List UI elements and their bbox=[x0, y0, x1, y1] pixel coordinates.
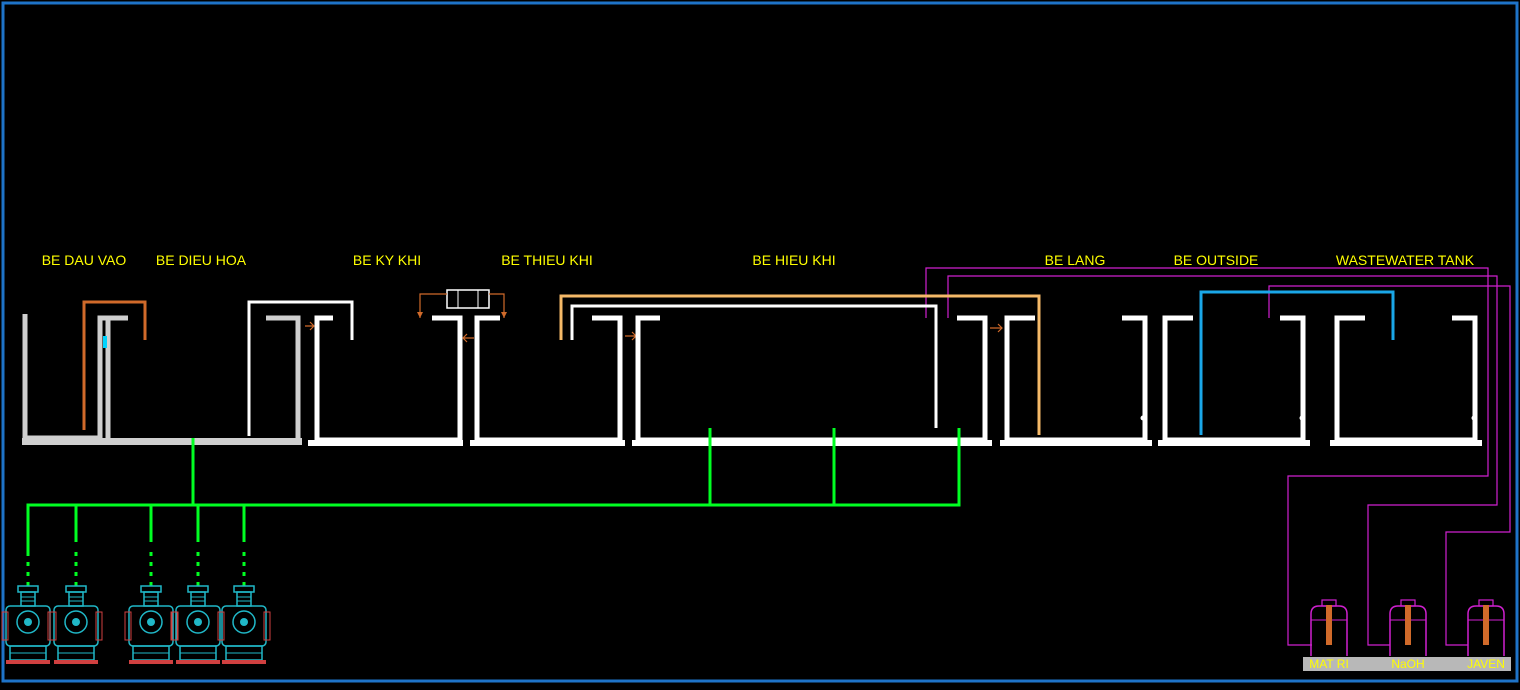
chemical-tanks bbox=[1310, 599, 1505, 656]
tank-be-ky-khi bbox=[308, 315, 463, 446]
chemical-dosing-lines bbox=[925, 267, 1511, 646]
chemical-tank-2 bbox=[1389, 599, 1427, 656]
air-blower-5 bbox=[217, 585, 271, 664]
label-javen: JAVEN bbox=[1467, 657, 1505, 671]
label-naoh: NaOH bbox=[1391, 657, 1424, 671]
label-be-dau-vao: BE DAU VAO bbox=[42, 252, 127, 268]
tank-be-outside bbox=[1158, 315, 1310, 446]
submersible-pumps bbox=[1140, 415, 1477, 421]
tank-be-thieu-khi bbox=[470, 315, 637, 446]
mixer-unit bbox=[417, 289, 507, 343]
chem-line-3 bbox=[1268, 285, 1511, 646]
chem-line-1 bbox=[925, 267, 1489, 646]
label-be-hieu-khi: BE HIEU KHI bbox=[752, 252, 835, 268]
tanks bbox=[22, 289, 1482, 446]
inlet-pipe bbox=[82, 300, 147, 430]
chemical-tank-1 bbox=[1310, 599, 1348, 656]
label-be-thieu-khi: BE THIEU KHI bbox=[501, 252, 593, 268]
chemical-tank-3 bbox=[1467, 599, 1505, 656]
tank-be-hieu-khi bbox=[570, 304, 1003, 446]
air-blower-3 bbox=[124, 585, 178, 664]
tank-be-dau-vao bbox=[22, 314, 302, 445]
air-blowers bbox=[1, 585, 271, 664]
chemical-label-bar bbox=[1303, 657, 1511, 671]
tank-be-dieu-hoa bbox=[247, 300, 354, 440]
label-wastewater-tank: WASTEWATER TANK bbox=[1336, 252, 1475, 268]
air-blower-2 bbox=[49, 585, 103, 664]
air-blower-1 bbox=[1, 585, 55, 664]
label-be-dieu-hoa: BE DIEU HOA bbox=[156, 252, 247, 268]
air-distribution-pipes bbox=[26, 428, 961, 592]
tank-labels: BE DAU VAO BE DIEU HOA BE KY KHI BE THIE… bbox=[42, 252, 1475, 268]
label-be-lang: BE LANG bbox=[1045, 252, 1106, 268]
air-main-header bbox=[26, 428, 961, 552]
label-mat-ri: MAT RI bbox=[1309, 657, 1349, 671]
tank-be-lang bbox=[1000, 315, 1152, 446]
sludge-return-pipe bbox=[559, 294, 1041, 435]
label-be-ky-khi: BE KY KHI bbox=[353, 252, 421, 268]
outside-pipe bbox=[1199, 290, 1395, 435]
tank-wastewater bbox=[1330, 315, 1482, 446]
chem-line-2 bbox=[947, 275, 1498, 646]
air-blower-4 bbox=[171, 585, 225, 664]
label-be-outside: BE OUTSIDE bbox=[1174, 252, 1259, 268]
